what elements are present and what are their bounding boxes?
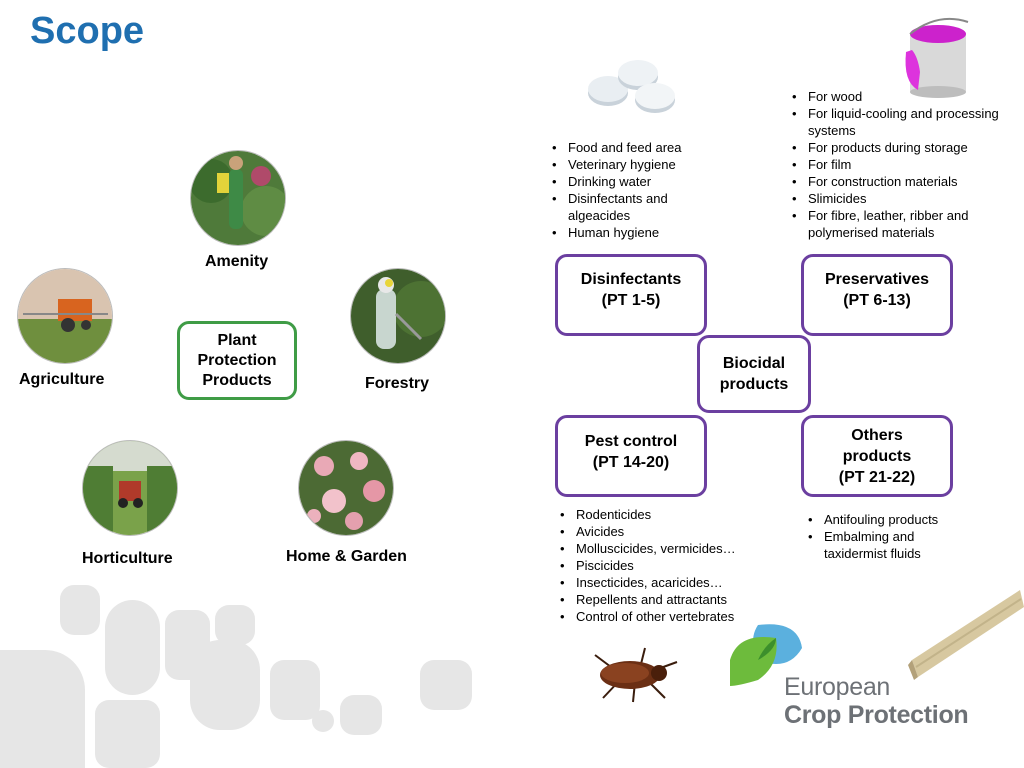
tablets-image bbox=[583, 55, 681, 122]
ppp-label-line: Protection bbox=[197, 351, 277, 369]
list-item: Piscicides bbox=[556, 557, 766, 574]
logo-line-1: European bbox=[784, 673, 891, 701]
biocidal-products-box: Biocidal products bbox=[697, 335, 811, 413]
list-item: Slimicides bbox=[788, 190, 1024, 207]
category-label-agriculture: Agriculture bbox=[19, 371, 105, 388]
list-item: Food and feed area bbox=[548, 139, 718, 156]
biocidal-label-line: products bbox=[719, 376, 789, 393]
wood-plank-image bbox=[908, 585, 1024, 685]
group-name: Others bbox=[851, 426, 903, 444]
list-item: Insecticides, acaricides… bbox=[556, 574, 766, 591]
preservative-list: For wood For liquid-cooling and processi… bbox=[788, 88, 1024, 241]
ppp-label-line: Products bbox=[202, 371, 272, 389]
category-label-home-garden: Home & Garden bbox=[286, 548, 407, 565]
forestry-photo bbox=[350, 268, 446, 364]
list-item: For fibre, leather, ribber and polymeris… bbox=[788, 207, 998, 241]
list-item: For film bbox=[788, 156, 1024, 173]
plant-protection-products-box: Plant Protection Products bbox=[177, 321, 297, 400]
group-name: Disinfectants bbox=[580, 271, 682, 288]
group-name: Preservatives bbox=[824, 271, 930, 288]
pest-control-box: Pest control (PT 14-20) bbox=[555, 415, 707, 497]
list-item: Antifouling products bbox=[804, 511, 964, 528]
list-item: Drinking water bbox=[548, 173, 718, 190]
list-item: For liquid-cooling and processing system… bbox=[788, 105, 1024, 139]
group-pt: (PT 14-20) bbox=[592, 454, 670, 471]
group-pt: (PT 6-13) bbox=[843, 292, 911, 309]
list-item: Embalming and taxidermist fluids bbox=[804, 528, 949, 562]
biocidal-label-line: Biocidal bbox=[722, 355, 786, 372]
preservatives-box: Preservatives (PT 6-13) bbox=[801, 254, 953, 336]
list-item: Repellents and attractants bbox=[556, 591, 766, 608]
list-item: For products during storage bbox=[788, 139, 1024, 156]
list-item: Disinfectants and algeacides bbox=[548, 190, 688, 224]
page-title: Scope bbox=[30, 10, 145, 52]
horticulture-photo bbox=[82, 440, 178, 536]
cockroach-image bbox=[585, 640, 680, 710]
agriculture-photo bbox=[17, 268, 113, 364]
others-list: Antifouling products Embalming and taxid… bbox=[804, 511, 964, 562]
category-label-forestry: Forestry bbox=[365, 375, 430, 392]
ppp-label-line: Plant bbox=[217, 331, 257, 349]
list-item: Control of other vertebrates bbox=[556, 608, 766, 625]
list-item: Human hygiene bbox=[548, 224, 718, 241]
amenity-photo bbox=[190, 150, 286, 246]
group-name-2: products bbox=[842, 447, 912, 465]
others-products-box: Others products (PT 21-22) bbox=[801, 415, 953, 497]
group-pt: (PT 1-5) bbox=[601, 292, 661, 309]
category-label-horticulture: Horticulture bbox=[82, 550, 173, 567]
home-garden-photo bbox=[298, 440, 394, 536]
list-item: Rodenticides bbox=[556, 506, 766, 523]
list-item: For construction materials bbox=[788, 173, 1024, 190]
group-pt: (PT 21-22) bbox=[838, 468, 916, 486]
logo-line-2: Crop Protection bbox=[784, 701, 969, 729]
group-name: Pest control bbox=[584, 433, 678, 450]
list-item: For wood bbox=[788, 88, 1024, 105]
list-item: Avicides bbox=[556, 523, 766, 540]
list-item: Veterinary hygiene bbox=[548, 156, 718, 173]
pest-control-list: Rodenticides Avicides Molluscicides, ver… bbox=[556, 506, 766, 625]
disinfectant-list: Food and feed area Veterinary hygiene Dr… bbox=[548, 139, 718, 241]
list-item: Molluscicides, vermicides… bbox=[556, 540, 766, 557]
leaf-icon bbox=[728, 620, 803, 693]
disinfectants-box: Disinfectants (PT 1-5) bbox=[555, 254, 707, 336]
category-label-amenity: Amenity bbox=[205, 253, 269, 270]
